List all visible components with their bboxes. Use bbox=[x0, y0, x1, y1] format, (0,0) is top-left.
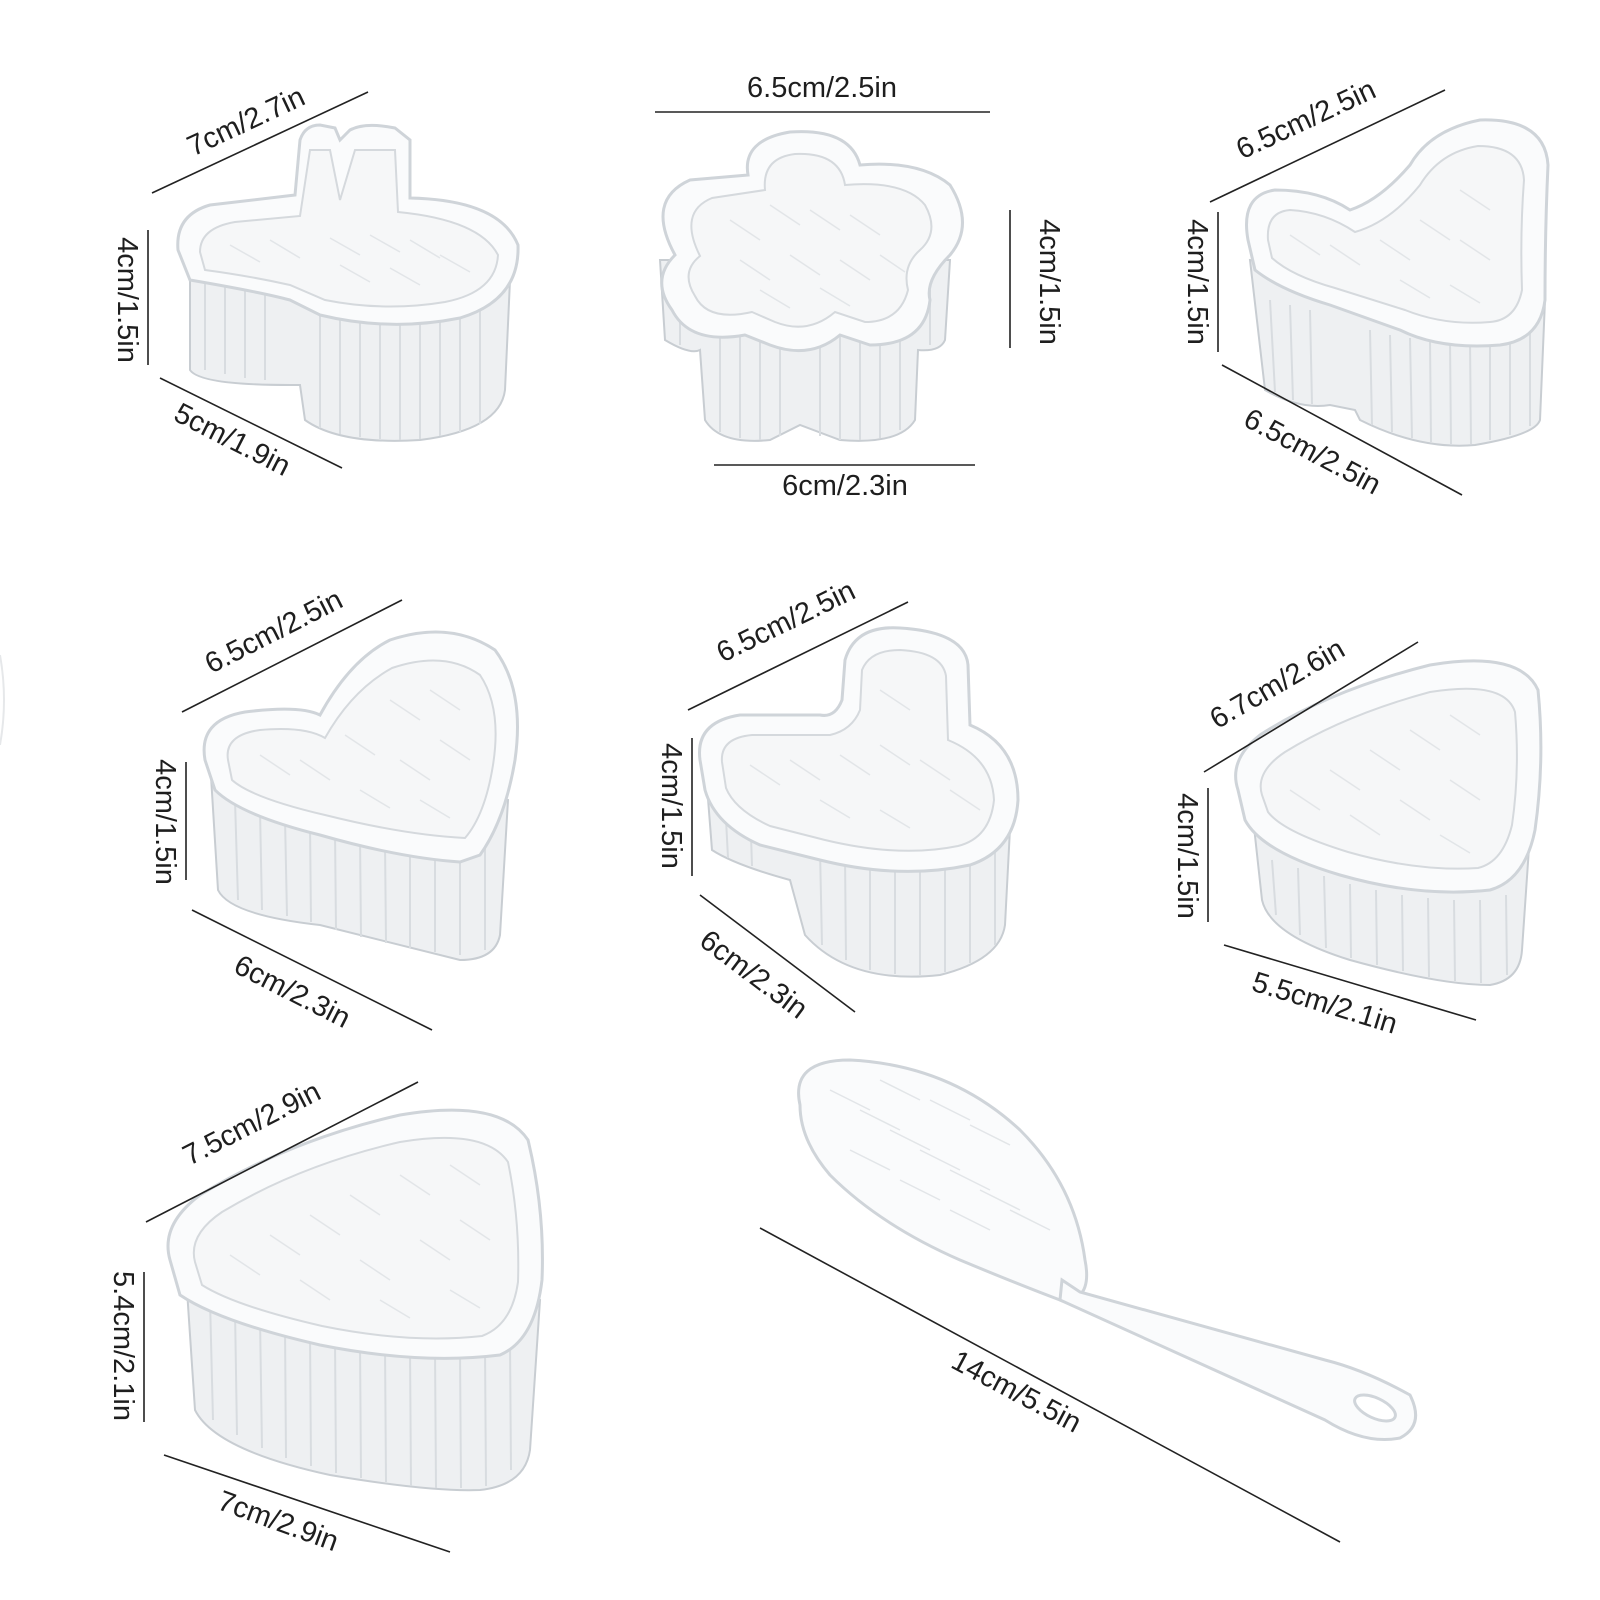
flower-top-dimension-label: 6.5cm/2.5in bbox=[747, 72, 897, 104]
heart-bottom-dimension-line bbox=[191, 909, 433, 1031]
heart-top-dimension-line bbox=[181, 599, 403, 713]
rice-paddle-length-dimension-line bbox=[759, 1227, 1341, 1543]
large-triangle-top-dimension-line bbox=[145, 1081, 419, 1223]
bear-top-dimension-label: 6.5cm/2.5in bbox=[712, 575, 861, 669]
heart-mold-image bbox=[202, 630, 519, 962]
flower-bottom-dimension-label: 6cm/2.3in bbox=[782, 470, 908, 502]
bear-bottom-dimension-label: 6cm/2.3in bbox=[694, 924, 814, 1025]
bear-height-dimension-label: 4cm/1.5in bbox=[655, 743, 687, 869]
bear-mold-image bbox=[698, 626, 1020, 978]
large-triangle-height-dimension-label: 5.4cm/2.1in bbox=[107, 1271, 139, 1421]
small-triangle-mold-image bbox=[1234, 659, 1543, 987]
small-triangle-height-dimension-label: 4cm/1.5in bbox=[1171, 793, 1203, 919]
rice-paddle-image bbox=[797, 1058, 1418, 1442]
small-triangle-top-dimension-line bbox=[1203, 641, 1419, 773]
rice-paddle: 14cm/5.5in bbox=[759, 1058, 1418, 1543]
flower-mold-image bbox=[658, 130, 964, 442]
small-triangle-mold: 6.7cm/2.6in 4cm/1.5in 5.5cm/2.1in bbox=[1171, 633, 1543, 1041]
bunny-height-dimension-label: 4cm/1.5in bbox=[111, 237, 143, 363]
bunny-bottom-dimension-line bbox=[159, 377, 343, 469]
bunny-mold-image bbox=[176, 123, 520, 442]
large-triangle-bottom-dimension-line bbox=[163, 1454, 451, 1553]
flower-mold: 6.5cm/2.5in 4cm/1.5in 6cm/2.3in bbox=[655, 72, 1065, 502]
heart-mold: 6.5cm/2.5in 4cm/1.5in 6cm/2.3in bbox=[149, 584, 519, 1035]
large-triangle-bottom-dimension-label: 7cm/2.9in bbox=[214, 1485, 343, 1558]
heart-bottom-dimension-label: 6cm/2.3in bbox=[229, 949, 356, 1035]
small-triangle-bottom-dimension-label: 5.5cm/2.1in bbox=[1248, 966, 1401, 1040]
large-triangle-mold: 7.5cm/2.9in 5.4cm/2.1in 7cm/2.9in bbox=[107, 1076, 544, 1558]
heart-height-dimension-label: 4cm/1.5in bbox=[149, 759, 181, 885]
bear-top-dimension-line bbox=[687, 601, 909, 711]
small-triangle-bottom-dimension-line bbox=[1223, 944, 1477, 1021]
fish-top-dimension-label: 6.5cm/2.5in bbox=[1231, 74, 1380, 166]
bunny-top-dimension-label: 7cm/2.7in bbox=[182, 81, 309, 163]
rice-paddle-length-dimension-label: 14cm/5.5in bbox=[946, 1345, 1086, 1440]
bunny-bottom-dimension-label: 5cm/1.9in bbox=[169, 397, 296, 483]
bunny-mold: 7cm/2.7in 4cm/1.5in 5cm/1.9in bbox=[111, 81, 520, 483]
bear-bottom-dimension-line bbox=[699, 894, 856, 1013]
fish-mold-image bbox=[1245, 118, 1550, 447]
large-triangle-mold-image bbox=[166, 1108, 544, 1492]
fish-top-dimension-line bbox=[1209, 89, 1446, 203]
bunny-top-dimension-line bbox=[151, 91, 369, 194]
rice-paddle-hole-icon bbox=[1353, 1393, 1397, 1423]
flower-height-dimension-label: 4cm/1.5in bbox=[1033, 219, 1065, 345]
fish-bottom-dimension-line bbox=[1221, 364, 1463, 496]
fish-mold: 6.5cm/2.5in 4cm/1.5in 6.5cm/2.5in bbox=[1181, 74, 1550, 501]
fish-height-dimension-label: 4cm/1.5in bbox=[1181, 219, 1213, 345]
edge-artifact bbox=[0, 654, 5, 746]
bear-mold: 6.5cm/2.5in 4cm/1.5in 6cm/2.3in bbox=[655, 575, 1020, 1025]
